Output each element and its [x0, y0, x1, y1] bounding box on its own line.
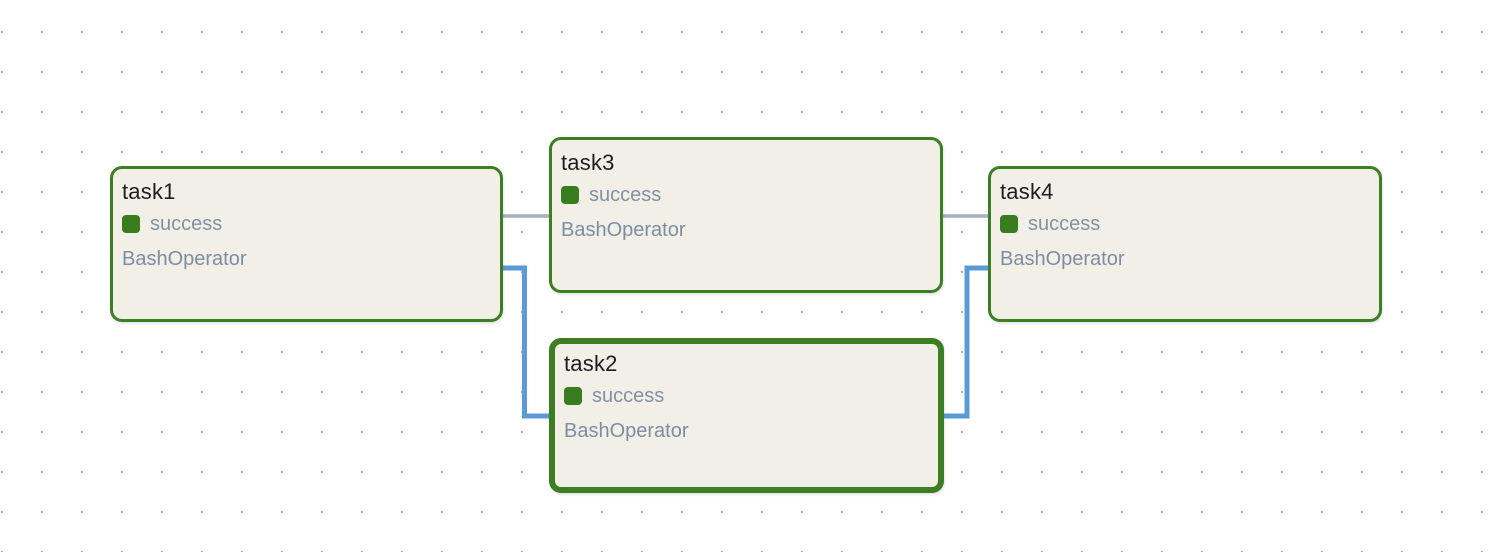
- success-status-icon: [1000, 215, 1018, 233]
- success-status-icon: [564, 387, 582, 405]
- task-state-label: success: [1028, 213, 1101, 235]
- task-operator-label: BashOperator: [1000, 248, 1125, 270]
- task-state-label: success: [592, 385, 665, 407]
- task-status-row: success: [122, 212, 490, 236]
- task-node-task1[interactable]: task1 success BashOperator: [110, 166, 503, 322]
- task-title: task1: [122, 179, 176, 204]
- success-status-icon: [122, 215, 140, 233]
- task-title: task3: [561, 150, 615, 175]
- edge-task2-task4: [941, 265, 991, 419]
- task-node-task2[interactable]: task2 success BashOperator: [549, 338, 944, 493]
- success-status-icon: [561, 186, 579, 204]
- task-state-label: success: [150, 213, 223, 235]
- task-operator-label: BashOperator: [122, 248, 247, 270]
- edge-task1-task2: [501, 265, 552, 419]
- task-operator-label: BashOperator: [564, 420, 689, 442]
- task-status-row: success: [564, 384, 928, 408]
- task-node-task4[interactable]: task4 success BashOperator: [988, 166, 1382, 322]
- task-title: task4: [1000, 179, 1054, 204]
- task-status-row: success: [1000, 212, 1369, 236]
- task-title: task2: [564, 351, 618, 376]
- task-node-task3[interactable]: task3 success BashOperator: [549, 137, 943, 293]
- task-operator-label: BashOperator: [561, 219, 686, 241]
- task-status-row: success: [561, 183, 930, 207]
- task-state-label: success: [589, 184, 662, 206]
